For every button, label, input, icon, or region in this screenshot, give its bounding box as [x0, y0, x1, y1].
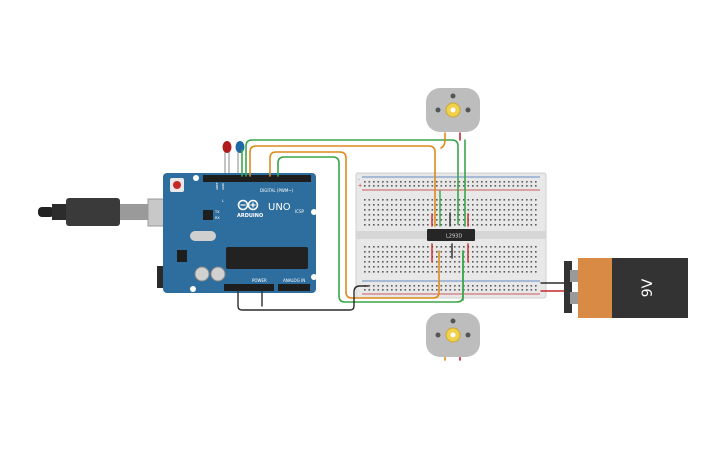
power-pin-header: [224, 284, 274, 291]
battery-orange-band: [578, 258, 612, 318]
aref-label: AREF: [215, 182, 219, 190]
l293d-label: L293D: [446, 234, 462, 240]
usb-plug-metal: [120, 204, 148, 220]
rail-plus-label: +: [358, 183, 362, 189]
red-led: [222, 141, 232, 153]
l-label: L: [222, 199, 224, 203]
analog-pin-header: [278, 284, 310, 291]
usb-cable-end: [38, 207, 54, 217]
usb-cable-strain: [52, 204, 68, 220]
wire-orange-motor-top: [440, 132, 446, 149]
wires: [237, 132, 567, 361]
rx-label: RX: [215, 216, 220, 220]
motor-top: [426, 88, 480, 132]
icsp-label: ICSP: [295, 209, 305, 214]
wire-green-2: [277, 156, 464, 303]
battery-label: 9V: [640, 278, 656, 297]
tx-label: TX: [214, 210, 220, 214]
battery-terminal-clip: [564, 261, 572, 313]
arduino-model-label: UNO: [268, 202, 291, 213]
usb-plug-body: [66, 198, 120, 226]
wire-black-gnd: [237, 285, 369, 311]
capacitor-1: [194, 266, 210, 282]
arduino-logo-icon: [237, 199, 259, 211]
crystal: [190, 231, 216, 241]
l293d-body: [427, 229, 475, 241]
atmega-chip: [226, 247, 308, 269]
breadboard-holes: [364, 181, 537, 291]
arduino-uno-board: ARDUINO UNO DIGITAL (PWM~) POWER ANALOG …: [163, 173, 317, 293]
capacitor-2: [210, 266, 226, 282]
battery-9v: 9V: [564, 258, 688, 318]
rail-minus-label: -: [358, 177, 360, 183]
l293d-chip: L293D: [427, 229, 475, 241]
regulator: [177, 250, 187, 262]
battery-black-body: [612, 258, 688, 318]
gnd-label: GND: [221, 182, 225, 190]
wire-green-1: [245, 139, 459, 225]
wire-orange-2: [269, 151, 440, 299]
wire-orange-1: [249, 145, 436, 227]
power-header-label: POWER: [252, 278, 267, 283]
arduino-brand-label: ARDUINO: [237, 213, 263, 219]
analog-header-label: ANALOG IN: [283, 278, 305, 283]
motor-bottom: [426, 313, 480, 357]
usb-chip: [203, 210, 213, 220]
usb-cable: [38, 198, 185, 227]
blue-led: [235, 141, 245, 153]
digital-header-label: DIGITAL (PWM~): [260, 188, 294, 193]
digital-header: [203, 175, 311, 182]
